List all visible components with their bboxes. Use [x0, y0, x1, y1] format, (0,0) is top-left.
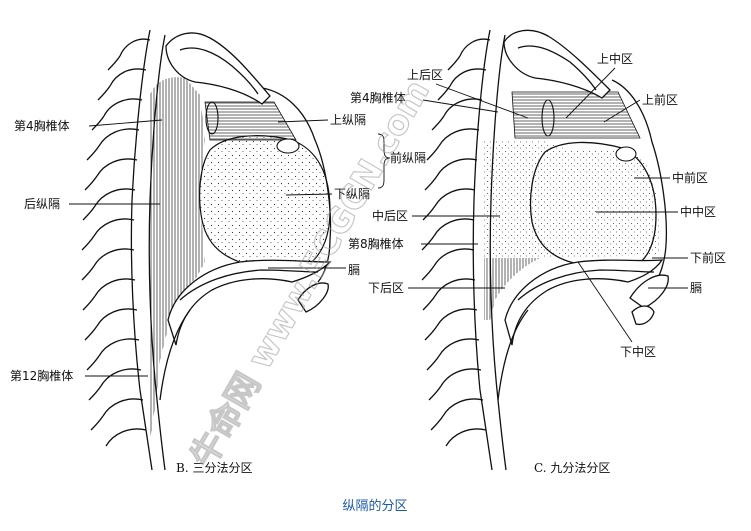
label-c-diaphragm: 膈 — [690, 281, 702, 295]
caption-b: B. 三分法分区 — [176, 461, 252, 475]
label-b-diaphragm: 膈 — [348, 263, 360, 277]
panel-c-labels: 上中区 上后区 第4胸椎体 上前区 中前区 中后区 中中区 第8胸椎体 下前区 … — [348, 51, 726, 475]
figure-title: 纵隔的分区 — [342, 498, 407, 514]
label-b-t12: 第12胸椎体 — [10, 368, 73, 383]
trachea-ring-b — [205, 101, 219, 135]
label-b-t4: 第4胸椎体 — [14, 118, 70, 133]
label-b-posterior: 后纵隔 — [24, 197, 60, 211]
costal-tip-c-lower — [631, 305, 655, 326]
heart-c — [529, 141, 657, 269]
label-c-upper-posterior: 上后区 — [407, 68, 443, 82]
label-c-middle-middle: 中中区 — [680, 204, 716, 219]
panel-c-drawing — [421, 29, 669, 471]
label-b-inferior: 下纵隔 — [334, 187, 370, 201]
label-c-middle-posterior: 中后区 — [372, 208, 408, 223]
costal-tip-b — [297, 282, 329, 313]
label-c-lower-middle: 下中区 — [620, 344, 656, 359]
diaphragm-c-inner — [517, 269, 655, 301]
first-rib-inner — [179, 47, 259, 95]
heart-region — [199, 135, 331, 273]
spine-c — [421, 29, 507, 471]
label-c-lower-posterior: 下后区 — [368, 281, 404, 295]
first-rib-c — [503, 29, 611, 99]
upper-region — [511, 91, 641, 139]
label-c-t8: 第8胸椎体 — [348, 236, 404, 251]
diaphragm-b — [167, 259, 332, 346]
lower-posterior-region — [484, 258, 540, 320]
label-b-anterior: 前纵隔 — [390, 150, 426, 165]
label-c-upper-anterior: 上前区 — [642, 92, 678, 107]
diaphragm-b-lower — [159, 309, 191, 401]
posterior-mediastinum-region — [150, 77, 205, 440]
first-rib-outline — [165, 32, 271, 105]
middle-mediastinum-band — [484, 140, 660, 258]
costal-tip-c — [629, 274, 669, 309]
diaphragm-b-inner — [179, 269, 319, 301]
diaphragm-c — [504, 259, 664, 346]
superior-mediastinum-region — [204, 101, 297, 141]
spine-b — [81, 29, 166, 471]
label-c-upper-middle: 上中区 — [597, 51, 633, 66]
sternum-outline-c — [611, 79, 668, 286]
label-c-middle-anterior: 中前区 — [672, 170, 708, 185]
label-c-t4: 第4胸椎体 — [350, 90, 406, 105]
panel-b-labels: 第4胸椎体 后纵隔 第12胸椎体 上纵隔 前纵隔 下纵隔 膈 B. 三分法分区 — [10, 113, 426, 475]
sternum-outline — [261, 87, 332, 283]
trachea-ring-c — [541, 99, 555, 137]
label-b-superior: 上纵隔 — [330, 113, 366, 127]
panel-b-drawing — [81, 29, 332, 471]
diaphragm-c-lower — [497, 309, 529, 401]
first-rib-c-inner — [517, 45, 597, 91]
vessel-cross-section-b — [276, 138, 300, 154]
vessel-cross-section-c — [615, 146, 637, 162]
caption-c: C. 九分法分区 — [534, 461, 610, 475]
label-c-lower-anterior: 下前区 — [690, 250, 726, 265]
